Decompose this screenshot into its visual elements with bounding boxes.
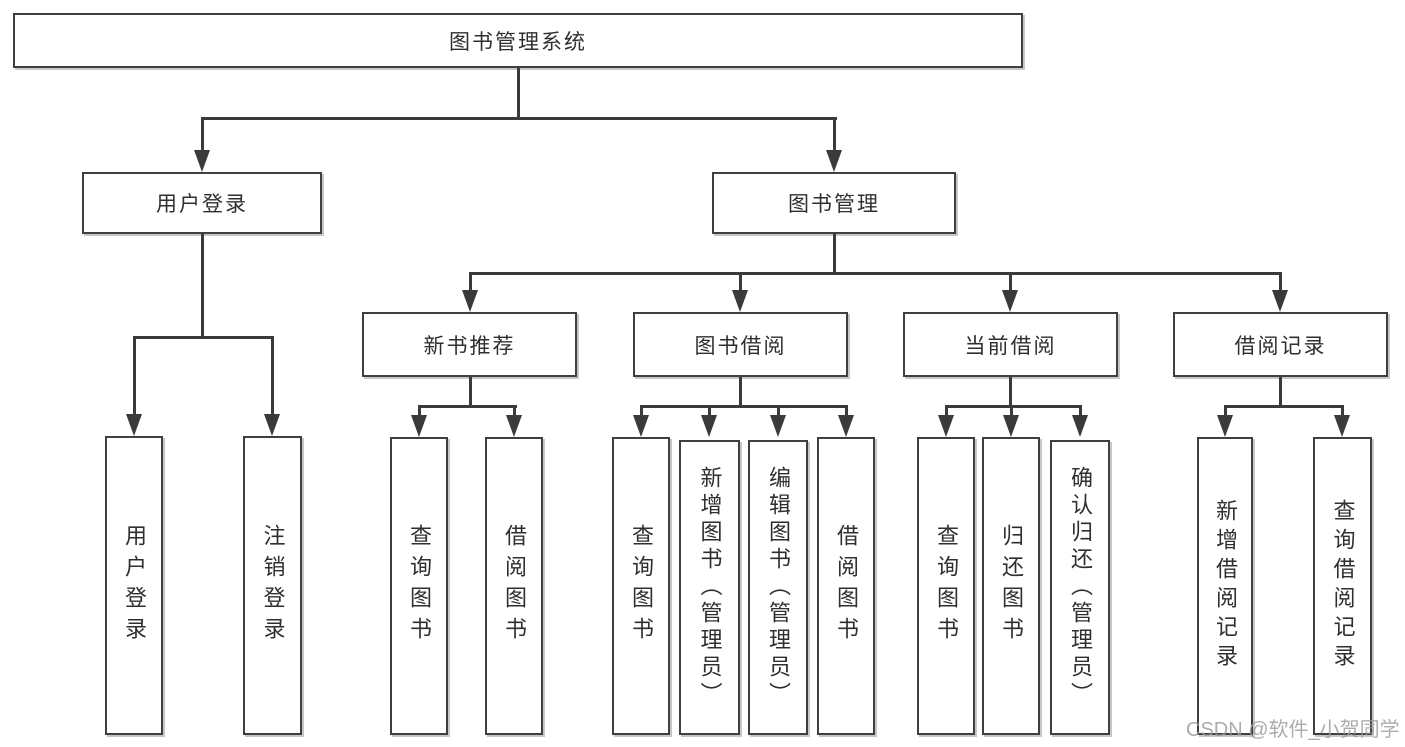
- arrowhead: [506, 415, 522, 437]
- connector-line: [133, 336, 274, 339]
- leaf-recommend-query-books: 查询图书: [390, 437, 448, 735]
- connector-line: [640, 405, 643, 419]
- node-new-book-recommend-label: 新书推荐: [423, 334, 516, 358]
- leaf-current-query-books-label: 查询图书: [934, 524, 959, 648]
- node-library-system: 图书管理系统: [13, 13, 1023, 68]
- leaf-add-borrow-record-label: 新增借阅记录: [1213, 499, 1238, 673]
- connector-line: [1009, 377, 1012, 408]
- connector-line: [1224, 405, 1344, 408]
- leaf-query-borrow-record-label: 查询借阅记录: [1330, 499, 1356, 673]
- connector-line: [777, 405, 780, 419]
- arrowhead: [411, 415, 427, 437]
- connector-line: [833, 117, 836, 153]
- leaf-recommend-borrow-books: 借阅图书: [485, 437, 543, 735]
- arrowhead: [1002, 290, 1018, 312]
- leaf-current-query-books: 查询图书: [917, 437, 975, 735]
- leaf-borrow-query-books-label: 查询图书: [629, 524, 654, 648]
- leaf-confirm-return-admin: 确认归还（管理员）: [1050, 440, 1110, 735]
- arrowhead: [732, 290, 748, 312]
- arrowhead: [1334, 415, 1350, 437]
- csdn-watermark: CSDN @软件_小贺同学: [1186, 719, 1400, 741]
- arrowhead: [826, 150, 842, 172]
- connector-line: [1341, 405, 1344, 419]
- arrowhead: [770, 415, 786, 437]
- node-new-book-recommend: 新书推荐: [362, 312, 577, 377]
- leaf-borrow-query-books: 查询图书: [612, 437, 670, 735]
- leaf-user-login: 用户登录: [105, 436, 163, 735]
- connector-line: [1279, 377, 1282, 408]
- connector-line: [517, 68, 520, 120]
- leaf-logout-label: 注销登录: [260, 523, 286, 648]
- leaf-recommend-borrow-books-label: 借阅图书: [502, 524, 527, 648]
- arrowhead: [264, 414, 280, 436]
- leaf-add-books-admin: 新增图书（管理员）: [679, 440, 740, 735]
- leaf-borrow-borrow-books: 借阅图书: [817, 437, 875, 735]
- arrowhead: [126, 414, 142, 436]
- leaf-add-borrow-record: 新增借阅记录: [1197, 437, 1253, 735]
- leaf-borrow-borrow-books-label: 借阅图书: [834, 524, 859, 648]
- leaf-return-books-label: 归还图书: [999, 524, 1024, 648]
- leaf-edit-books-admin: 编辑图书（管理员）: [748, 440, 808, 735]
- arrowhead: [938, 415, 954, 437]
- connector-line: [513, 405, 516, 419]
- connector-line: [739, 272, 742, 294]
- arrowhead: [1003, 415, 1019, 437]
- connector-line: [1279, 272, 1282, 294]
- connector-line: [1079, 405, 1082, 419]
- connector-line: [1224, 405, 1227, 419]
- arrowhead: [462, 290, 478, 312]
- connector-line: [945, 405, 948, 419]
- leaf-edit-books-admin-label: 编辑图书（管理员）: [766, 466, 791, 709]
- node-user-login: 用户登录: [82, 172, 322, 234]
- arrowhead: [1217, 415, 1233, 437]
- connector-line: [1010, 405, 1013, 419]
- node-borrow-records-label: 借阅记录: [1234, 334, 1327, 358]
- arrowhead: [1072, 415, 1088, 437]
- connector-line: [271, 336, 274, 416]
- node-borrow-records: 借阅记录: [1173, 312, 1388, 377]
- connector-line: [708, 405, 711, 419]
- node-user-login-label: 用户登录: [156, 193, 248, 216]
- arrowhead: [633, 415, 649, 437]
- leaf-recommend-query-books-label: 查询图书: [407, 524, 432, 648]
- node-book-management-label: 图书管理: [788, 193, 880, 216]
- arrowhead: [701, 415, 717, 437]
- connector-line: [418, 405, 517, 408]
- leaf-return-books: 归还图书: [982, 437, 1040, 735]
- arrowhead: [838, 415, 854, 437]
- arrowhead: [1272, 290, 1288, 312]
- connector-line: [469, 272, 1282, 275]
- connector-line: [201, 234, 204, 339]
- leaf-logout: 注销登录: [243, 436, 302, 735]
- leaf-query-borrow-record: 查询借阅记录: [1313, 437, 1372, 735]
- connector-line: [1009, 272, 1012, 294]
- node-book-borrow: 图书借阅: [633, 312, 848, 377]
- connector-line: [469, 377, 472, 408]
- connector-line: [945, 405, 1082, 408]
- leaf-user-login-label: 用户登录: [122, 523, 147, 648]
- node-library-system-label: 图书管理系统: [449, 30, 587, 54]
- connector-line: [201, 117, 204, 153]
- node-current-borrow-label: 当前借阅: [964, 334, 1057, 358]
- node-book-management: 图书管理: [712, 172, 956, 234]
- connector-line: [469, 272, 472, 294]
- connector-line: [133, 336, 136, 416]
- connector-line: [845, 405, 848, 419]
- leaf-confirm-return-admin-label: 确认归还（管理员）: [1068, 466, 1093, 709]
- connector-line: [418, 405, 421, 419]
- arrowhead: [194, 150, 210, 172]
- connector-line: [640, 405, 848, 408]
- node-current-borrow: 当前借阅: [903, 312, 1118, 377]
- leaf-add-books-admin-label: 新增图书（管理员）: [697, 466, 723, 709]
- node-book-borrow-label: 图书借阅: [694, 334, 787, 358]
- connector-line: [833, 234, 836, 274]
- connector-line: [201, 117, 837, 120]
- connector-line: [739, 377, 742, 408]
